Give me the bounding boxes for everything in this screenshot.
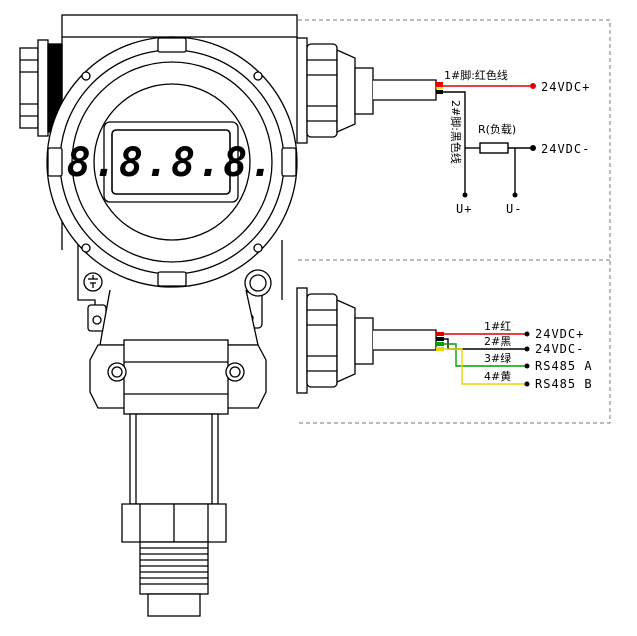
analog-cable-gland [296, 37, 437, 144]
wire-rs485-yellow [436, 348, 527, 385]
wire-black [436, 91, 466, 195]
lcd-readout: 8.8.8.8. [67, 140, 276, 186]
terminal-dot-neg [530, 145, 536, 151]
load-label: R(负载) [478, 122, 516, 136]
rs485-terminal-1: 24VDC+ [535, 327, 584, 341]
u-minus-label: U- [506, 202, 522, 216]
rs485-cable-gland [296, 287, 437, 394]
rs485-wires [436, 333, 527, 385]
terminal-pos-label: 24VDC+ [541, 80, 590, 94]
rs485-terminal-4: RS485 B [535, 377, 593, 391]
analog-wires [436, 85, 533, 195]
rs485-terminal-2: 24VDC- [535, 342, 584, 356]
housing-lugs [47, 37, 297, 287]
lcd-display: 8.8.8.8. [67, 121, 276, 203]
wire2-label: 2#脚:黑色线 [449, 100, 463, 164]
u-plus-label: U+ [456, 202, 472, 216]
rs485-wire4-label: 4#黄 [484, 369, 511, 383]
rs485-wire1-label: 1#红 [484, 320, 511, 333]
rs485-terminal-3: RS485 A [535, 359, 593, 373]
rs485-wire3-label: 3#绿 [484, 351, 511, 365]
rs485-wire2-label: 2#黑 [484, 335, 511, 348]
dashed-enclosure [298, 19, 611, 424]
wire1-label: 1#脚:红色线 [444, 68, 508, 82]
terminal-dot-pos [530, 83, 536, 89]
transmitter-body [19, 14, 298, 617]
terminal-neg-label: 24VDC- [541, 142, 590, 156]
wire-rs485-green [436, 343, 527, 367]
ground-icon [83, 272, 103, 292]
